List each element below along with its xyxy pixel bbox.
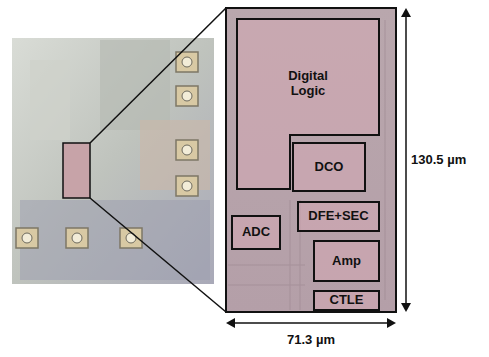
amp-block: Amp [313, 240, 380, 282]
ctle-block: CTLE [313, 290, 380, 311]
block-label: Amp [332, 254, 361, 269]
height-dimension: 130.5 µm [411, 152, 466, 167]
block-label: DCO [315, 160, 344, 175]
block-label: ADC [242, 225, 270, 240]
dco-block: DCO [292, 142, 366, 192]
block-label: CTLE [330, 293, 364, 308]
block-label: Digital Logic [278, 69, 338, 99]
block-label: DFE+SEC [308, 209, 368, 224]
width-dimension: 71.3 µm [287, 332, 335, 347]
dfe-sec-block: DFE+SEC [297, 201, 380, 232]
adc-block: ADC [231, 215, 281, 250]
